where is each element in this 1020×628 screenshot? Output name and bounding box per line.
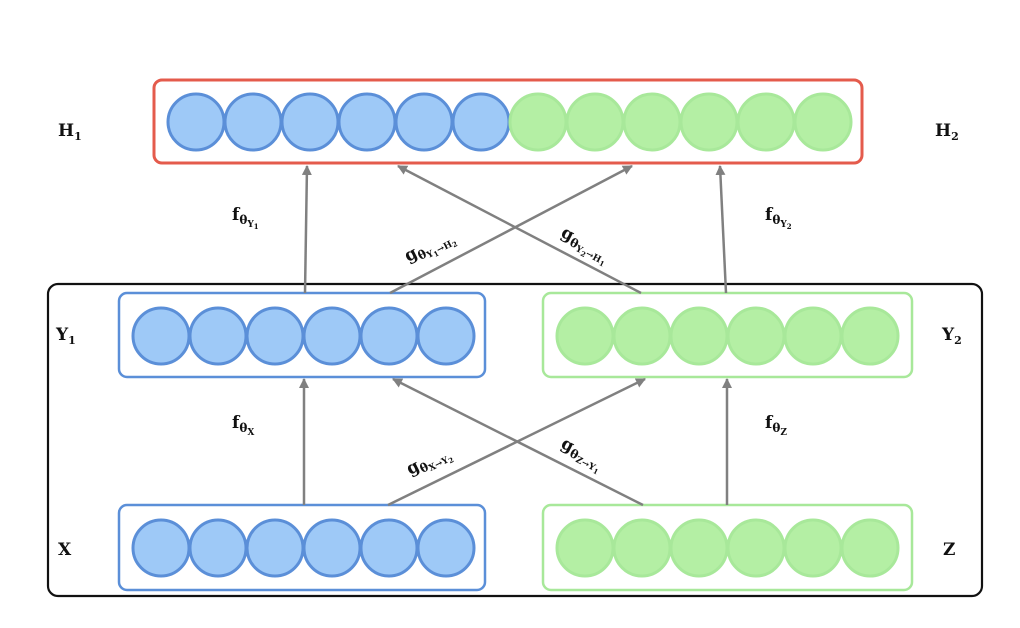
- label-h1: H1: [58, 121, 82, 143]
- neuron-unit-green: [840, 518, 900, 578]
- x-layer-box: [117, 503, 487, 592]
- hidden-layer-units: [166, 92, 853, 152]
- neuron-unit-blue: [394, 92, 454, 152]
- neuron-unit-blue: [359, 306, 419, 366]
- y2-layer-units: [555, 306, 900, 366]
- neuron-unit-green: [793, 92, 853, 152]
- label-h2: H2: [935, 121, 959, 143]
- neuron-unit-green: [840, 306, 900, 366]
- label-x: X: [58, 540, 72, 560]
- edge-label-f-y2: fθY2: [765, 205, 792, 231]
- edge-label-g-y2-h1: gθY2→H1: [555, 223, 613, 269]
- arrow-f-y1: [301, 165, 312, 294]
- neuron-unit-green: [612, 518, 672, 578]
- z-layer-units: [555, 518, 900, 578]
- neuron-unit-blue: [302, 518, 362, 578]
- outer-group-box: [46, 282, 984, 598]
- neuron-unit-green: [669, 518, 729, 578]
- neuron-unit-blue: [166, 92, 226, 152]
- edge-label-g-x-y2: gθX→Y2: [403, 441, 455, 484]
- neuron-unit-blue: [337, 92, 397, 152]
- neuron-unit-blue: [416, 518, 476, 578]
- edge-label-f-y1: fθY1: [232, 205, 259, 231]
- neuron-unit-blue: [416, 306, 476, 366]
- neuron-unit-green: [679, 92, 739, 152]
- y1-layer-box: [117, 291, 487, 379]
- neuron-unit-blue: [188, 306, 248, 366]
- neuron-unit-green: [555, 518, 615, 578]
- label-z: Z: [943, 540, 955, 560]
- edge-label-f-x: fθX: [232, 413, 254, 438]
- neuron-unit-green: [622, 92, 682, 152]
- neuron-unit-green: [612, 306, 672, 366]
- neuron-unit-blue: [131, 306, 191, 366]
- neuron-unit-green: [669, 306, 729, 366]
- neuron-unit-blue: [245, 306, 305, 366]
- neuron-unit-blue: [280, 92, 340, 152]
- label-y1: Y1: [55, 325, 76, 347]
- neuron-unit-blue: [223, 92, 283, 152]
- arrow-g-y2-h1: [397, 164, 642, 295]
- arrow-f-y2: [715, 165, 728, 294]
- neuron-unit-blue: [188, 518, 248, 578]
- neuron-unit-green: [783, 306, 843, 366]
- neuron-unit-green: [726, 306, 786, 366]
- neuron-unit-green: [565, 92, 625, 152]
- neuron-unit-blue: [451, 92, 511, 152]
- arrow-g-y1-h2: [389, 164, 633, 295]
- neuron-unit-blue: [131, 518, 191, 578]
- neuron-unit-blue: [245, 518, 305, 578]
- edge-label-f-z: fθZ: [765, 413, 787, 438]
- y1-layer-units: [131, 306, 476, 366]
- arrow-g-z-y1: [392, 377, 644, 507]
- neuron-unit-green: [736, 92, 796, 152]
- neuron-unit-blue: [359, 518, 419, 578]
- neuron-unit-green: [783, 518, 843, 578]
- neuron-unit-green: [726, 518, 786, 578]
- edge-label-g-z-y1: gθZ→Y1: [555, 434, 607, 477]
- edge-label-g-y1-h2: gθY1→H2: [401, 225, 459, 271]
- neuron-unit-blue: [302, 306, 362, 366]
- neuron-unit-green: [555, 306, 615, 366]
- x-layer-units: [131, 518, 476, 578]
- hidden-layer-box: [152, 78, 864, 165]
- neuron-unit-green: [508, 92, 568, 152]
- y2-layer-box: [541, 291, 914, 379]
- label-y2: Y2: [941, 325, 962, 347]
